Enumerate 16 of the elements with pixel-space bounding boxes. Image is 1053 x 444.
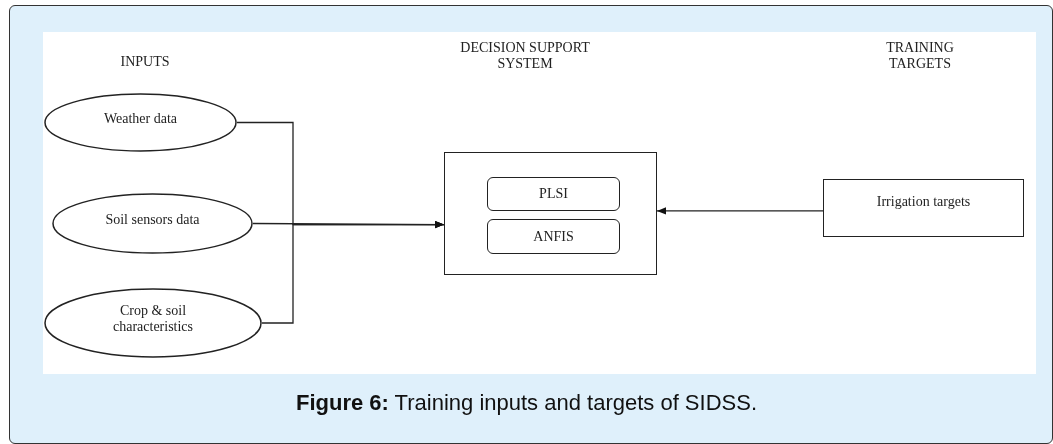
column-heading: DECISION SUPPORT SYSTEM — [459, 40, 591, 73]
module-box — [487, 219, 620, 254]
process-box — [823, 179, 1024, 237]
node-label: PLSI — [538, 185, 569, 203]
node-label: Weather data — [102, 110, 179, 127]
process-box — [444, 152, 657, 275]
connector-arrow — [261, 220, 445, 324]
node-label: Soil sensors data — [104, 211, 201, 228]
figure-caption: Figure 6: Training inputs and targets of SIDSS. — [295, 390, 758, 416]
column-heading: TRAINING TARGETS — [885, 40, 955, 73]
column-heading: INPUTS — [119, 54, 171, 71]
node-label: Crop & soil characteristics — [111, 302, 195, 336]
connector-arrow — [656, 207, 824, 215]
node-label: Irrigation targets — [875, 194, 972, 211]
node-label: ANFIS — [532, 228, 575, 245]
module-box — [487, 177, 620, 211]
